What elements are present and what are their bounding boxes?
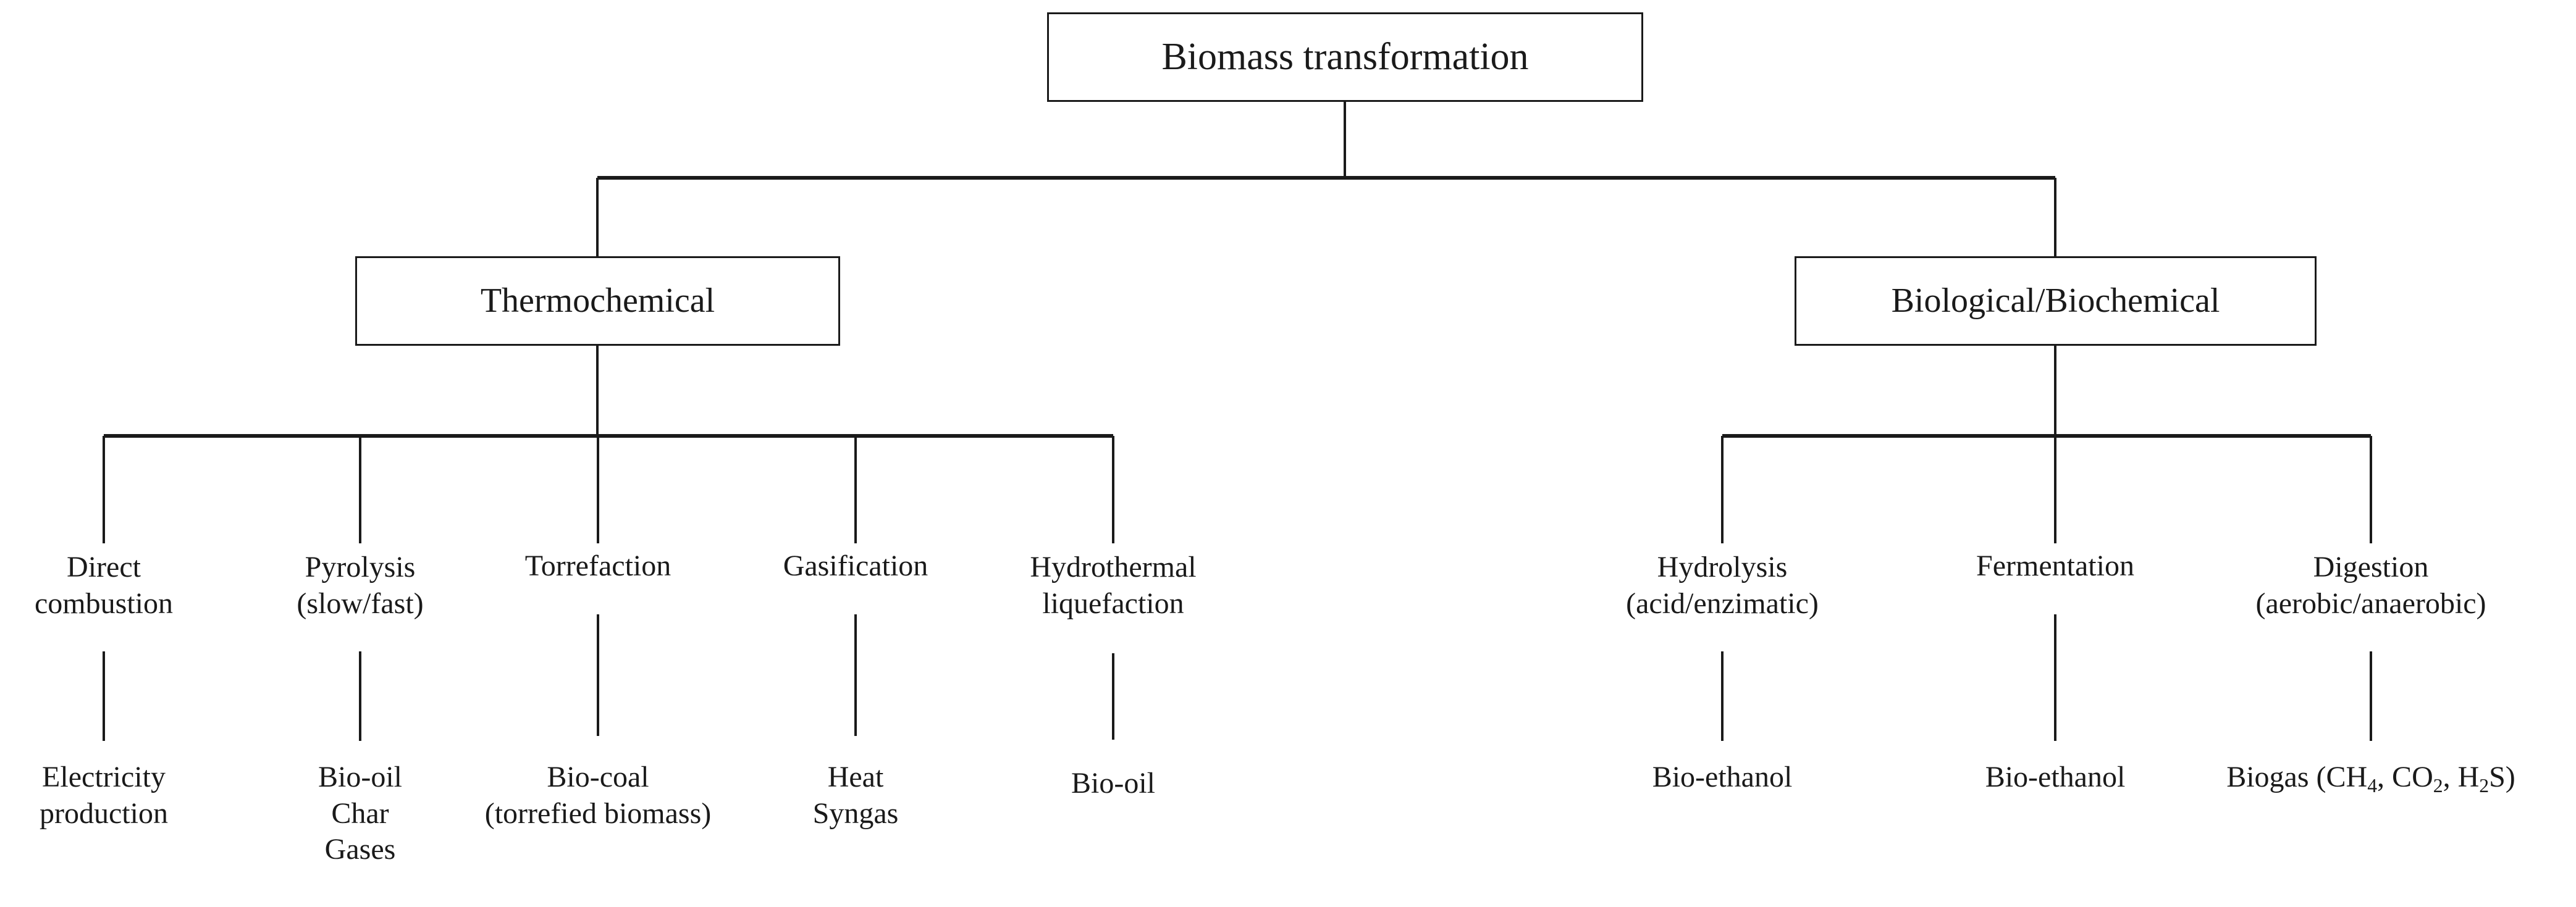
- process-label-digestion: Digestion (aerobic/anaerobic): [2000, 550, 2576, 622]
- product-label-biogas: Biogas (CH4, CO2, H2S): [2000, 759, 2576, 796]
- process-label-fermentation: Fermentation: [1685, 548, 2426, 585]
- process-label-gasification: Gasification: [485, 548, 1226, 585]
- process-label-fermentation-line-1: Fermentation: [1976, 550, 2134, 582]
- process-label-direct-combustion-line-1: Direct: [67, 551, 141, 583]
- product-label-bioethanol-hyd-line-1: Bio-ethanol: [1652, 761, 1793, 793]
- product-label-biogas-line-1: Biogas (CH4, CO2, H2S): [2226, 761, 2515, 796]
- product-label-bioethanol-hyd: Bio-ethanol: [1352, 759, 2093, 796]
- process-label-hydrothermal-liquefaction: Hydrothermal liquefaction: [743, 550, 1484, 622]
- node-thermochemical: Thermochemical: [355, 256, 840, 346]
- product-label-bioethanol-ferm: Bio-ethanol: [1685, 759, 2426, 796]
- process-label-pyrolysis: Pyrolysis (slow/fast): [0, 550, 731, 622]
- process-label-hydrolysis-line-1: Hydrolysis: [1657, 551, 1788, 583]
- product-label-biocoal-line-2: (torrefied biomass): [484, 796, 712, 830]
- process-label-torrefaction: Torrefaction: [227, 548, 969, 585]
- node-biological: Biological/Biochemical: [1795, 256, 2317, 346]
- process-label-hydrothermal-liquefaction-line-1: Hydrothermal: [1030, 551, 1197, 583]
- product-label-electricity-line-2: production: [40, 796, 168, 830]
- product-label-biooil: Bio-oil: [743, 766, 1484, 802]
- process-label-pyrolysis-line-2: (slow/fast): [297, 587, 424, 620]
- product-label-biocoal: Bio-coal(torrefied biomass): [227, 759, 969, 832]
- product-label-heat-syngas-line-1: Heat: [827, 761, 884, 793]
- product-label-biooil-char-gas-line-1: Bio-oil: [318, 761, 402, 793]
- product-label-heat-syngas-line-2: Syngas: [812, 796, 899, 830]
- process-label-hydrothermal-liquefaction-line-2: liquefaction: [1042, 587, 1184, 620]
- process-label-digestion-line-2: (aerobic/anaerobic): [2255, 587, 2486, 620]
- product-label-electricity-line-1: Electricity: [42, 761, 166, 793]
- node-biomass-transformation-text: Biomass transformation: [1161, 35, 1529, 78]
- product-label-biooil-char-gas-line-3: Gases: [324, 833, 396, 866]
- process-label-direct-combustion-line-2: combustion: [35, 587, 173, 620]
- process-label-hydrolysis-line-2: (acid/enzimatic): [1626, 587, 1819, 620]
- product-label-biooil-line-1: Bio-oil: [1071, 767, 1155, 800]
- process-label-direct-combustion: Direct combustion: [0, 550, 474, 622]
- product-label-biooil-char-gas-line-2: Char: [331, 796, 389, 830]
- product-label-bioethanol-ferm-line-1: Bio-ethanol: [1985, 761, 2126, 793]
- process-label-hydrolysis: Hydrolysis (acid/enzimatic): [1352, 550, 2093, 622]
- process-label-gasification-line-1: Gasification: [783, 550, 928, 582]
- process-label-pyrolysis-line-1: Pyrolysis: [305, 551, 416, 583]
- node-biomass-transformation: Biomass transformation: [1047, 12, 1643, 102]
- node-thermochemical-text: Thermochemical: [480, 282, 715, 320]
- process-label-torrefaction-line-1: Torrefaction: [524, 550, 671, 582]
- process-label-digestion-line-1: Digestion: [2313, 551, 2429, 583]
- node-biological-text: Biological/Biochemical: [1891, 282, 2220, 320]
- product-label-biocoal-line-1: Bio-coal: [547, 761, 649, 793]
